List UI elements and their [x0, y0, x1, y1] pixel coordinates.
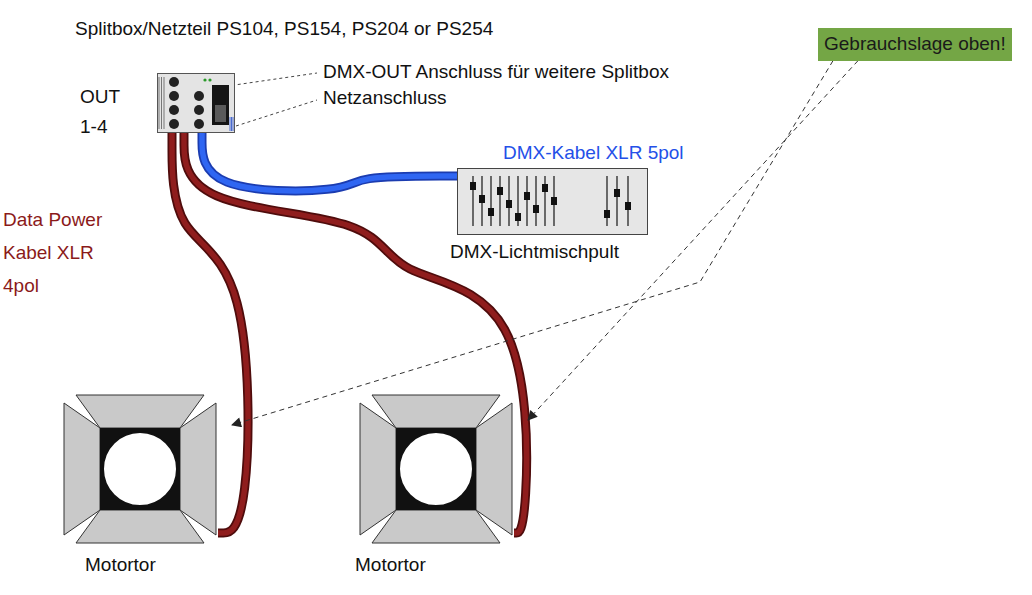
cable-core [202, 133, 457, 191]
cable-outline [202, 133, 457, 191]
splitbox-drawing [157, 73, 235, 133]
cable-label: DMX-Kabel XLR 5pol [503, 141, 684, 165]
motor-gate: Motortor [358, 393, 514, 545]
dmx-mixer: DMX-Lichtmischpult [457, 168, 648, 235]
note-box: Gebrauchslage oben! [818, 28, 1012, 61]
leader-line [236, 100, 317, 126]
annotation-label: Netzanschluss [323, 86, 447, 110]
dashed-pointer [232, 61, 833, 425]
lamp-drawing [358, 393, 514, 545]
splitbox-device: OUT 1-4 [157, 73, 235, 133]
pointer-arrow [528, 61, 858, 420]
pointer-arrow [232, 61, 833, 425]
cable-label: Data Power Kabel XLR 4pol [3, 203, 121, 302]
lamp-drawing [62, 393, 218, 545]
node-label: DMX-Lichtmischpult [450, 240, 619, 264]
mixer-drawing [457, 168, 648, 235]
diagram-title: Splitbox/Netzteil PS104, PS154, PS204 or… [75, 17, 493, 41]
cable [202, 133, 457, 191]
node-label: Motortor [355, 553, 426, 577]
node-label: Motortor [85, 553, 156, 577]
node-label: Gebrauchslage oben! [824, 32, 1006, 57]
motor-gate: Motortor [62, 393, 218, 545]
node-label: OUT 1-4 [80, 82, 128, 142]
annotation-label: DMX-OUT Anschluss für weitere Splitbox [323, 60, 669, 84]
dashed-pointer [528, 61, 858, 420]
